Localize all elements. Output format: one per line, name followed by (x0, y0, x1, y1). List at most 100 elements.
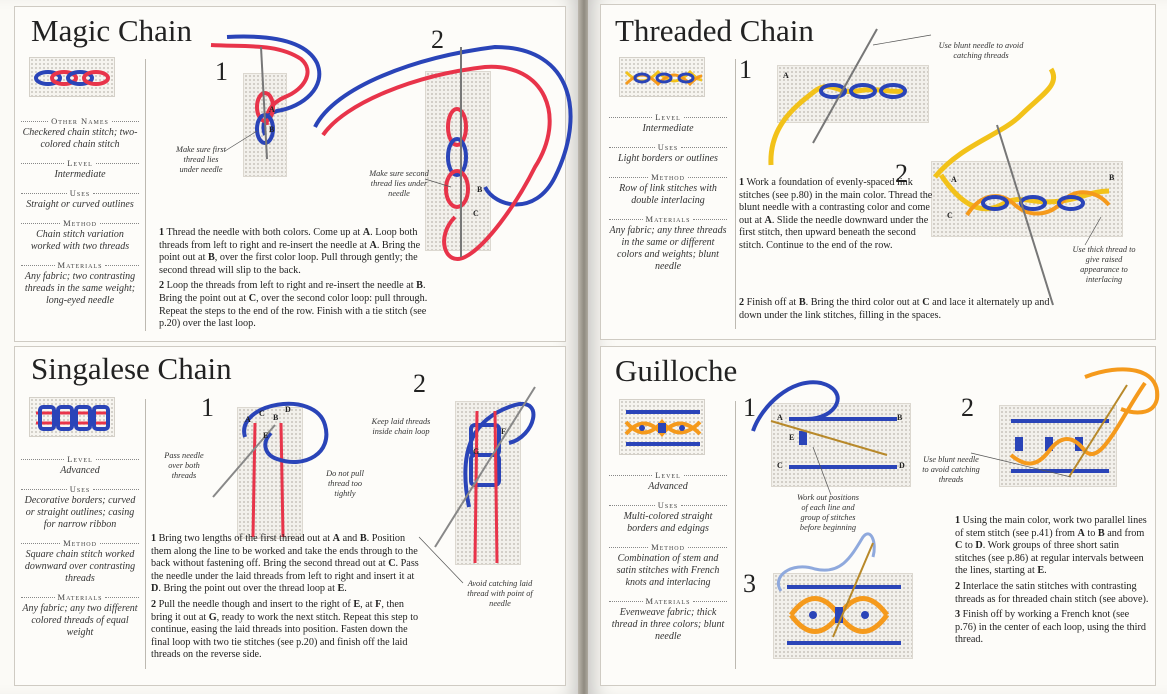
singalese-label-f: F (501, 427, 506, 436)
singalese-chain-title: Singalese Chain (31, 351, 232, 386)
magic-step-1-number: 1 (215, 57, 228, 86)
materials-header: Materials (609, 213, 727, 225)
singalese-note-keep: Keep laid threads inside chain loop (371, 417, 431, 436)
guilloche-swatch-art (624, 410, 702, 446)
guilloche-label-b: B (897, 413, 903, 422)
guilloche-label-d: D (899, 461, 905, 470)
threaded-label-a2: A (951, 175, 957, 184)
guilloche-panel: Guilloche Level Advanced Uses Multi-colo… (600, 346, 1160, 686)
threaded-level: Intermediate (642, 123, 694, 134)
materials-header: Materials (609, 595, 727, 607)
guilloche-note-work: Work out positions of each line and grou… (797, 493, 859, 532)
guilloche-divider (735, 401, 736, 669)
magic-chain-title: Magic Chain (31, 13, 192, 48)
threaded-divider (735, 59, 736, 329)
magic-step-1-text: 1 Thread the needle with both colors. Co… (159, 227, 421, 276)
singalese-label-a: A (245, 415, 251, 424)
uses-header: Uses (609, 141, 727, 153)
guilloche-illustration (751, 367, 1160, 645)
guilloche-info: Level Advanced Uses Multi-colored straig… (609, 463, 727, 643)
magic-chain-swatch-art (34, 70, 110, 86)
guilloche-step-3-text: 3 Finish off by working a French knot (s… (955, 609, 1146, 646)
magic-chain-illustration (210, 34, 573, 261)
singalese-label-b: B (273, 413, 279, 422)
threaded-note-thick: Use thick thread to give raised appearan… (1072, 245, 1136, 284)
guilloche-step-3-number: 3 (743, 569, 756, 598)
guilloche-method: Combination of stem and satin stitches w… (616, 553, 720, 588)
singalese-method: Square chain stitch worked downward over… (24, 549, 136, 584)
singalese-chain-panel: Singalese Chain Level Advanced Uses Deco… (14, 346, 566, 686)
singalese-chain-swatch (29, 397, 115, 437)
singalese-step-2-text: 2 Pull the needle though and insert to t… (151, 598, 419, 661)
singalese-divider (145, 399, 146, 669)
singalese-label-c: C (259, 409, 265, 418)
right-page: Threaded Chain Level Intermediate Uses L… (588, 0, 1167, 694)
threaded-instructions: 1 Work a foundation of evenly-spaced lin… (739, 177, 935, 256)
threaded-chain-title: Threaded Chain (615, 13, 814, 48)
threaded-chain-panel: Threaded Chain Level Intermediate Uses L… (600, 4, 1156, 340)
method-header: Method (609, 541, 727, 553)
magic-label-b2: B (477, 185, 483, 194)
level-header: Level (609, 111, 727, 123)
singalese-uses: Decorative borders; curved or straight o… (24, 495, 136, 530)
guilloche-materials: Evenweave fabric; thick thread in three … (611, 607, 725, 642)
singalese-note-pass: Pass needle over both threads (164, 451, 204, 480)
singalese-instructions: 1 Bring two lengths of the first thread … (151, 533, 423, 665)
guilloche-instructions: 1 Using the main color, work two paralle… (955, 515, 1151, 650)
magic-other-names: Checkered chain stitch; two-colored chai… (22, 127, 138, 150)
magic-materials: Any fabric; two contrasting threads in t… (24, 271, 136, 306)
singalese-level: Advanced (60, 465, 100, 476)
magic-chain-info: Other Names Checkered chain stitch; two-… (21, 109, 139, 307)
threaded-label-b: B (1109, 173, 1115, 182)
method-header: Method (21, 537, 139, 549)
magic-level: Intermediate (54, 169, 106, 180)
singalese-step-1-text: 1 Bring two lengths of the first thread … (151, 533, 419, 595)
threaded-step-2-text: 2 Finish off at B. Bring the third color… (739, 297, 1050, 321)
magic-step-2-fabric (425, 71, 491, 251)
singalese-chain-info: Level Advanced Uses Decorative borders; … (21, 447, 139, 639)
magic-divider (145, 59, 146, 331)
book-gutter (578, 0, 590, 694)
magic-label-c: C (473, 209, 479, 218)
magic-chain-swatch (29, 57, 115, 97)
uses-header: Uses (21, 187, 139, 199)
singalese-step-1-number: 1 (201, 393, 214, 422)
magic-uses: Straight or curved outlines (26, 199, 134, 210)
level-header: Level (609, 469, 727, 481)
threaded-method: Row of link stitches with double interla… (619, 183, 717, 206)
magic-step-2-text: 2 Loop the threads from left to right an… (159, 280, 428, 330)
threaded-instructions-2: 2 Finish off at B. Bring the third color… (739, 297, 1069, 325)
uses-header: Uses (21, 483, 139, 495)
singalese-chain-swatch-art (36, 405, 110, 431)
threaded-step-1-number: 1 (739, 55, 752, 84)
threaded-chain-swatch-art (624, 69, 703, 87)
guilloche-title: Guilloche (615, 353, 738, 388)
magic-chain-panel: Magic Chain Other Names Checkered chain … (14, 6, 573, 342)
other-names-header: Other Names (21, 115, 139, 127)
threaded-materials: Any fabric; any three threads in the sam… (609, 225, 727, 272)
guilloche-label-e: E (789, 433, 795, 442)
singalese-note-avoid: Avoid catching laid thread with point of… (467, 579, 533, 608)
threaded-note-blunt: Use blunt needle to avoid catching threa… (938, 41, 1024, 60)
threaded-chain-swatch (619, 57, 705, 97)
guilloche-label-c: C (777, 461, 783, 470)
guilloche-level: Advanced (648, 481, 688, 492)
level-header: Level (21, 157, 139, 169)
singalese-label-d: D (285, 405, 291, 414)
magic-note-1: Make sure first thread lies under needle (176, 145, 226, 174)
guilloche-swatch (619, 399, 705, 455)
magic-step-1-fabric (243, 73, 287, 177)
guilloche-step-2-text: 2 Interlace the satin stitches with cont… (955, 580, 1149, 605)
guilloche-uses: Multi-colored straight borders and edgin… (623, 511, 713, 534)
singalese-label-e: E (263, 431, 269, 440)
method-header: Method (609, 171, 727, 183)
threaded-uses: Light borders or outlines (618, 153, 718, 164)
guilloche-step-2-number: 2 (961, 393, 974, 422)
magic-instructions: 1 Thread the needle with both colors. Co… (159, 227, 429, 334)
left-page: Magic Chain Other Names Checkered chain … (0, 0, 580, 694)
threaded-label-c: C (947, 211, 953, 220)
uses-header: Uses (609, 499, 727, 511)
guilloche-label-a: A (777, 413, 783, 422)
magic-label-a: A (269, 105, 275, 114)
singalese-step-1-fabric (237, 407, 303, 539)
